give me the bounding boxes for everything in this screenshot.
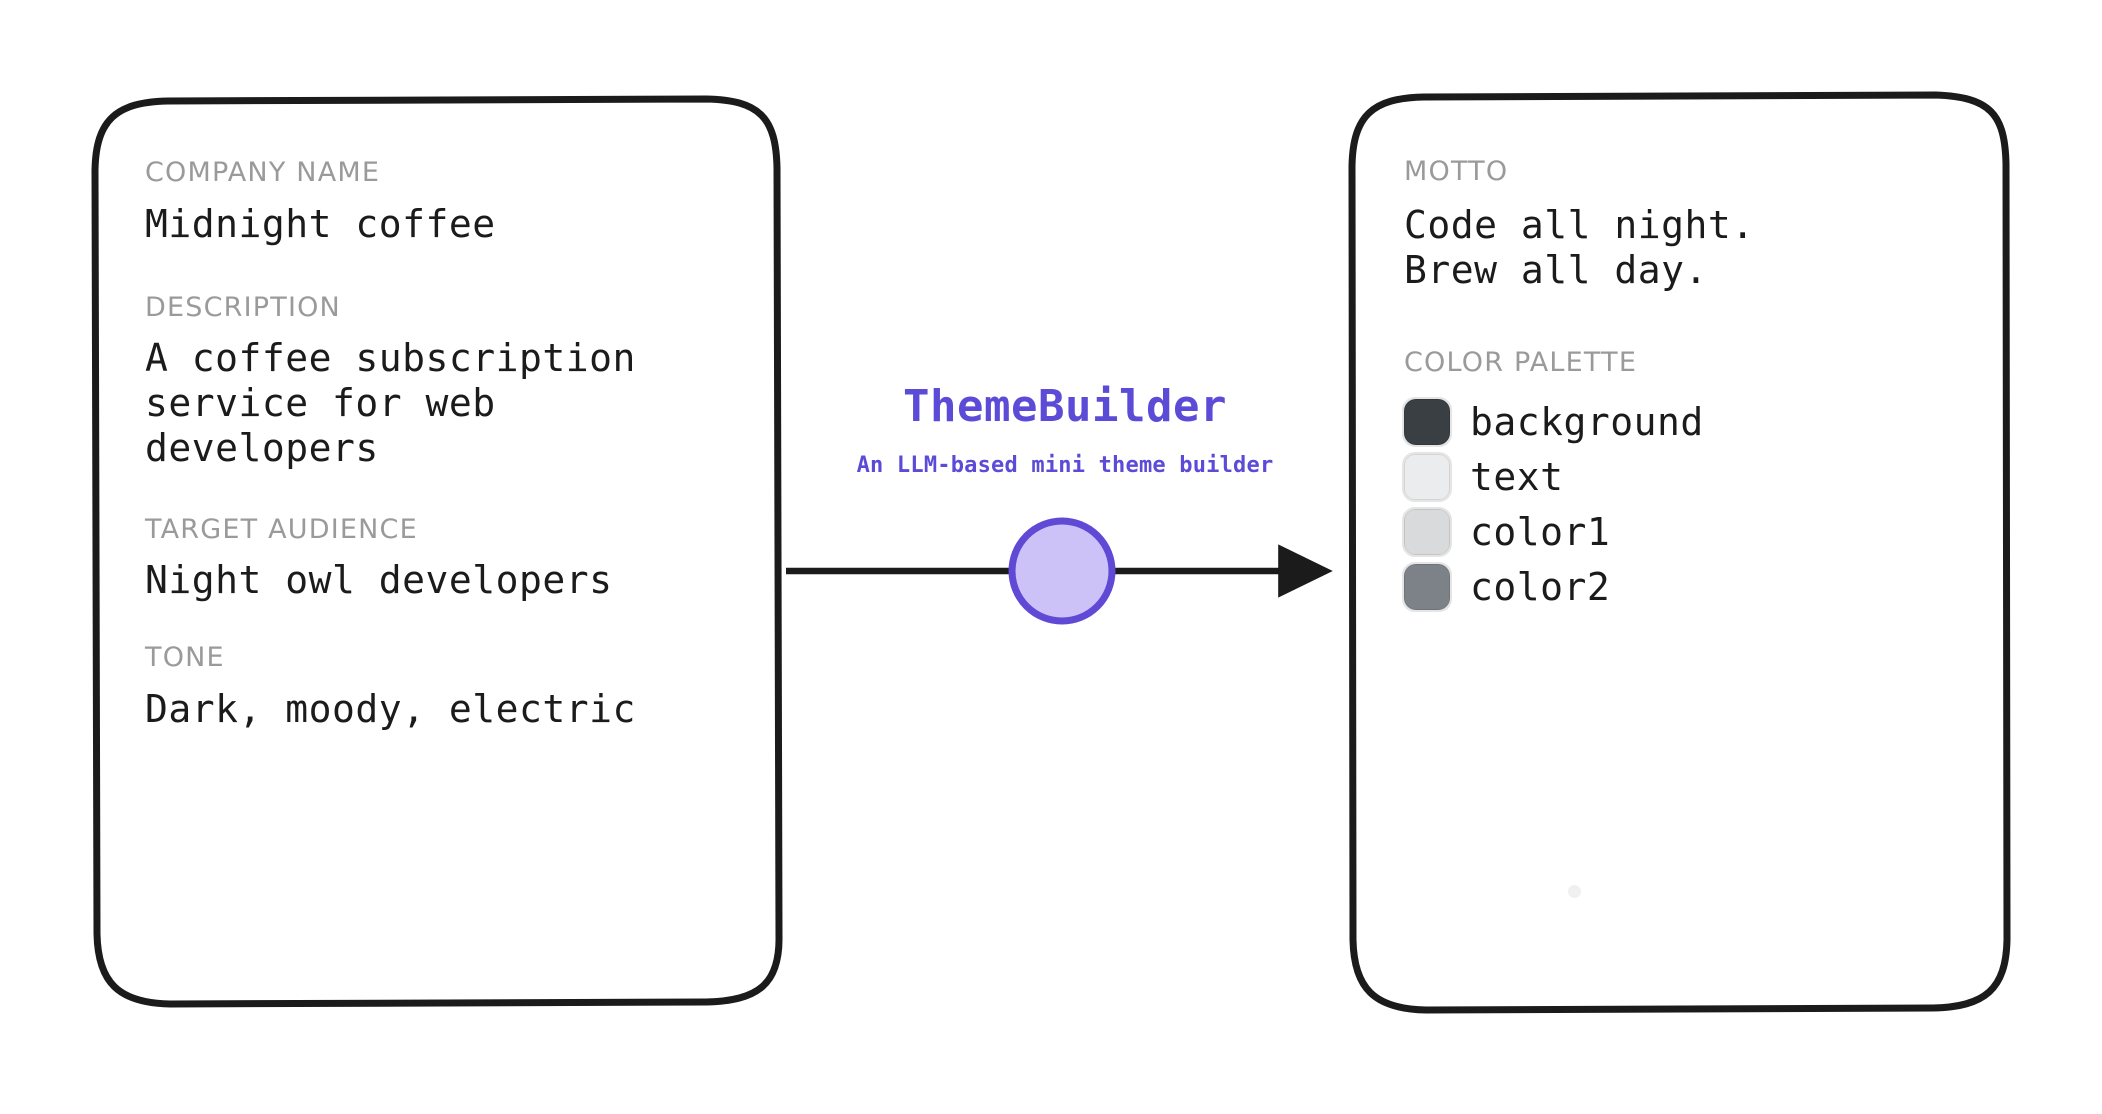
field-motto: MOTTO Code all night. Brew all day. <box>1404 157 2007 292</box>
field-label-tone: TONE <box>145 642 225 674</box>
color-swatch-text[interactable] <box>1402 451 1452 502</box>
palette-row: background <box>1402 394 2007 449</box>
app-title: ThemeBuilder <box>903 381 1227 432</box>
field-label-target-audience: TARGET AUDIENCE <box>145 513 418 545</box>
field-color-palette: COLOR PALETTE background text color1 col… <box>1402 347 2007 614</box>
field-value-tone: Dark, moody, electric <box>145 686 636 731</box>
field-label-company-name: COMPANY NAME <box>145 157 381 188</box>
field-tone: TONE Dark, moody, electric <box>145 643 780 732</box>
render-artifact-dot <box>1568 885 1581 898</box>
input-card: COMPANY NAME Midnight coffee DESCRIPTION… <box>95 100 780 1005</box>
color-swatch-background[interactable] <box>1402 396 1452 447</box>
color-swatch-color1[interactable] <box>1402 506 1452 557</box>
color-swatch-label-background: background <box>1470 399 1704 444</box>
output-card: MOTTO Code all night. Brew all day. COLO… <box>1352 95 2007 1010</box>
color-swatch-color2[interactable] <box>1402 561 1452 612</box>
center-column: ThemeBuilder An LLM-based mini theme bui… <box>780 0 1350 1114</box>
field-company-name: COMPANY NAME Midnight coffee <box>145 158 780 247</box>
palette-row: color2 <box>1402 559 2007 614</box>
app-subtitle: An LLM-based mini theme builder <box>856 453 1274 478</box>
palette-row: text <box>1402 449 2007 504</box>
color-swatch-label-text: text <box>1470 454 1564 499</box>
field-value-motto: Code all night. Brew all day. <box>1404 202 1755 292</box>
field-value-description: A coffee subscription service for web de… <box>145 336 636 470</box>
field-value-target-audience: Night owl developers <box>145 558 613 603</box>
field-label-description: DESCRIPTION <box>145 291 341 323</box>
field-label-color-palette: COLOR PALETTE <box>1404 347 1638 379</box>
field-value-company-name: Midnight coffee <box>145 201 496 246</box>
palette-row: color1 <box>1402 504 2007 559</box>
field-target-audience: TARGET AUDIENCE Night owl developers <box>145 513 780 604</box>
field-label-motto: MOTTO <box>1404 156 1509 187</box>
color-palette-list: background text color1 color2 <box>1402 394 2007 614</box>
field-description: DESCRIPTION A coffee subscription servic… <box>145 291 780 471</box>
color-swatch-label-color2: color2 <box>1470 564 1611 609</box>
color-swatch-label-color1: color1 <box>1470 509 1611 554</box>
